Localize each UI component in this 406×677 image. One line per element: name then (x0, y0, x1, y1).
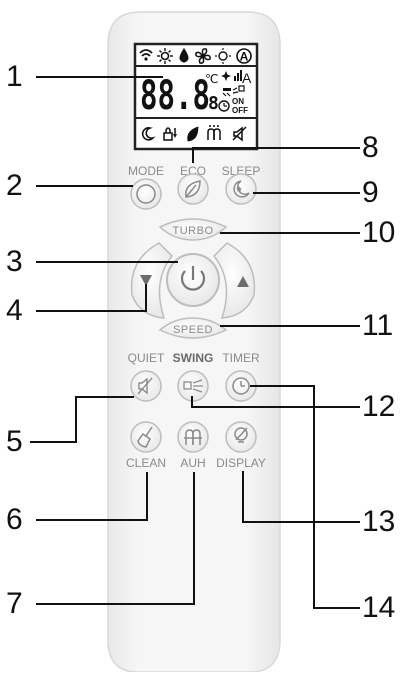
callout-9: 9 (362, 176, 379, 209)
display-label: DISPLAY (216, 456, 266, 470)
eco-button[interactable] (177, 173, 209, 205)
lcd-unit: ℃ (205, 72, 218, 86)
callout-12: 12 (362, 390, 396, 423)
sleep-button[interactable] (225, 173, 257, 205)
drop-icon (179, 48, 189, 63)
svg-text:A: A (240, 50, 249, 64)
leader-5 (30, 396, 134, 443)
leader-14 (250, 385, 360, 609)
eco-label: ECO (180, 164, 206, 178)
callout-2: 2 (6, 169, 23, 202)
lcd-on-label: ON (232, 97, 244, 106)
leader-7 (36, 472, 195, 605)
lcd-off-label: OFF (232, 106, 248, 115)
quiet-label: QUIET (128, 351, 165, 365)
heat-icon (215, 48, 231, 64)
sun-icon (157, 48, 173, 64)
callout-11: 11 (362, 309, 394, 342)
broom-icon (137, 426, 153, 448)
auh-heater-icon (184, 429, 202, 445)
callout-10: 10 (362, 216, 396, 249)
auh-button[interactable] (177, 421, 209, 453)
callout-6: 6 (6, 503, 23, 536)
callout-8: 8 (362, 131, 379, 164)
leader-13 (242, 471, 360, 523)
display-button[interactable] (225, 421, 257, 453)
auto-icon: A (236, 48, 252, 64)
clean-label: CLEAN (126, 456, 166, 470)
timer-icon (232, 377, 250, 395)
display-bulb-icon (234, 427, 248, 443)
moon-icon (141, 127, 156, 141)
leader-4 (36, 284, 147, 312)
swing-status-icon (222, 85, 245, 97)
lcd-digits: 88.8 (140, 73, 210, 119)
clean-button[interactable] (130, 421, 162, 453)
swing-icon (183, 379, 203, 393)
power-icon (180, 270, 206, 291)
callout-4: 4 (6, 294, 23, 327)
mode-icon (136, 184, 156, 204)
leader-lines (30, 76, 360, 609)
fan-icon (195, 48, 211, 64)
lcd-screen: A 88.8 8 ℃ A ON OFF (133, 42, 259, 151)
mute-icon (232, 126, 247, 142)
quiet-button[interactable] (130, 370, 162, 402)
callout-3: 3 (6, 245, 23, 278)
callout-7: 7 (6, 587, 23, 620)
turbo-label: TURBO (173, 225, 214, 237)
quiet-mute-icon (137, 377, 153, 395)
sleep-label: SLEEP (222, 164, 261, 178)
down-arrow-icon (140, 275, 152, 286)
callout-5: 5 (6, 425, 23, 458)
up-arrow-icon (237, 276, 249, 287)
eco-leaf-icon (185, 180, 201, 198)
speed-button[interactable]: SPEED (158, 317, 228, 339)
heater-icon (207, 125, 221, 140)
sleep-moon-icon (233, 180, 250, 198)
speed-label: SPEED (173, 324, 213, 336)
leader-6 (36, 472, 148, 521)
leaf-icon (187, 126, 199, 142)
timer-label: TIMER (222, 351, 260, 365)
auh-label: AUH (180, 456, 205, 470)
swing-label: SWING (173, 351, 214, 365)
mode-label: MODE (128, 164, 164, 178)
leader-8 (192, 147, 360, 163)
mode-button[interactable] (130, 178, 162, 210)
turbo-button[interactable]: TURBO (158, 218, 228, 241)
lcd-mode-a: A (242, 70, 252, 86)
wifi-icon (139, 49, 153, 61)
leader-12 (191, 396, 360, 408)
up-button[interactable] (212, 242, 256, 319)
lock-icon (163, 127, 177, 141)
power-button[interactable] (166, 253, 220, 307)
callout-13: 13 (362, 505, 396, 538)
callout-1: 1 (6, 60, 23, 93)
fan-speed-icon (221, 70, 242, 81)
lcd-small-digit: 8 (208, 93, 219, 114)
clock-icon (218, 100, 230, 112)
callout-14: 14 (362, 591, 396, 624)
